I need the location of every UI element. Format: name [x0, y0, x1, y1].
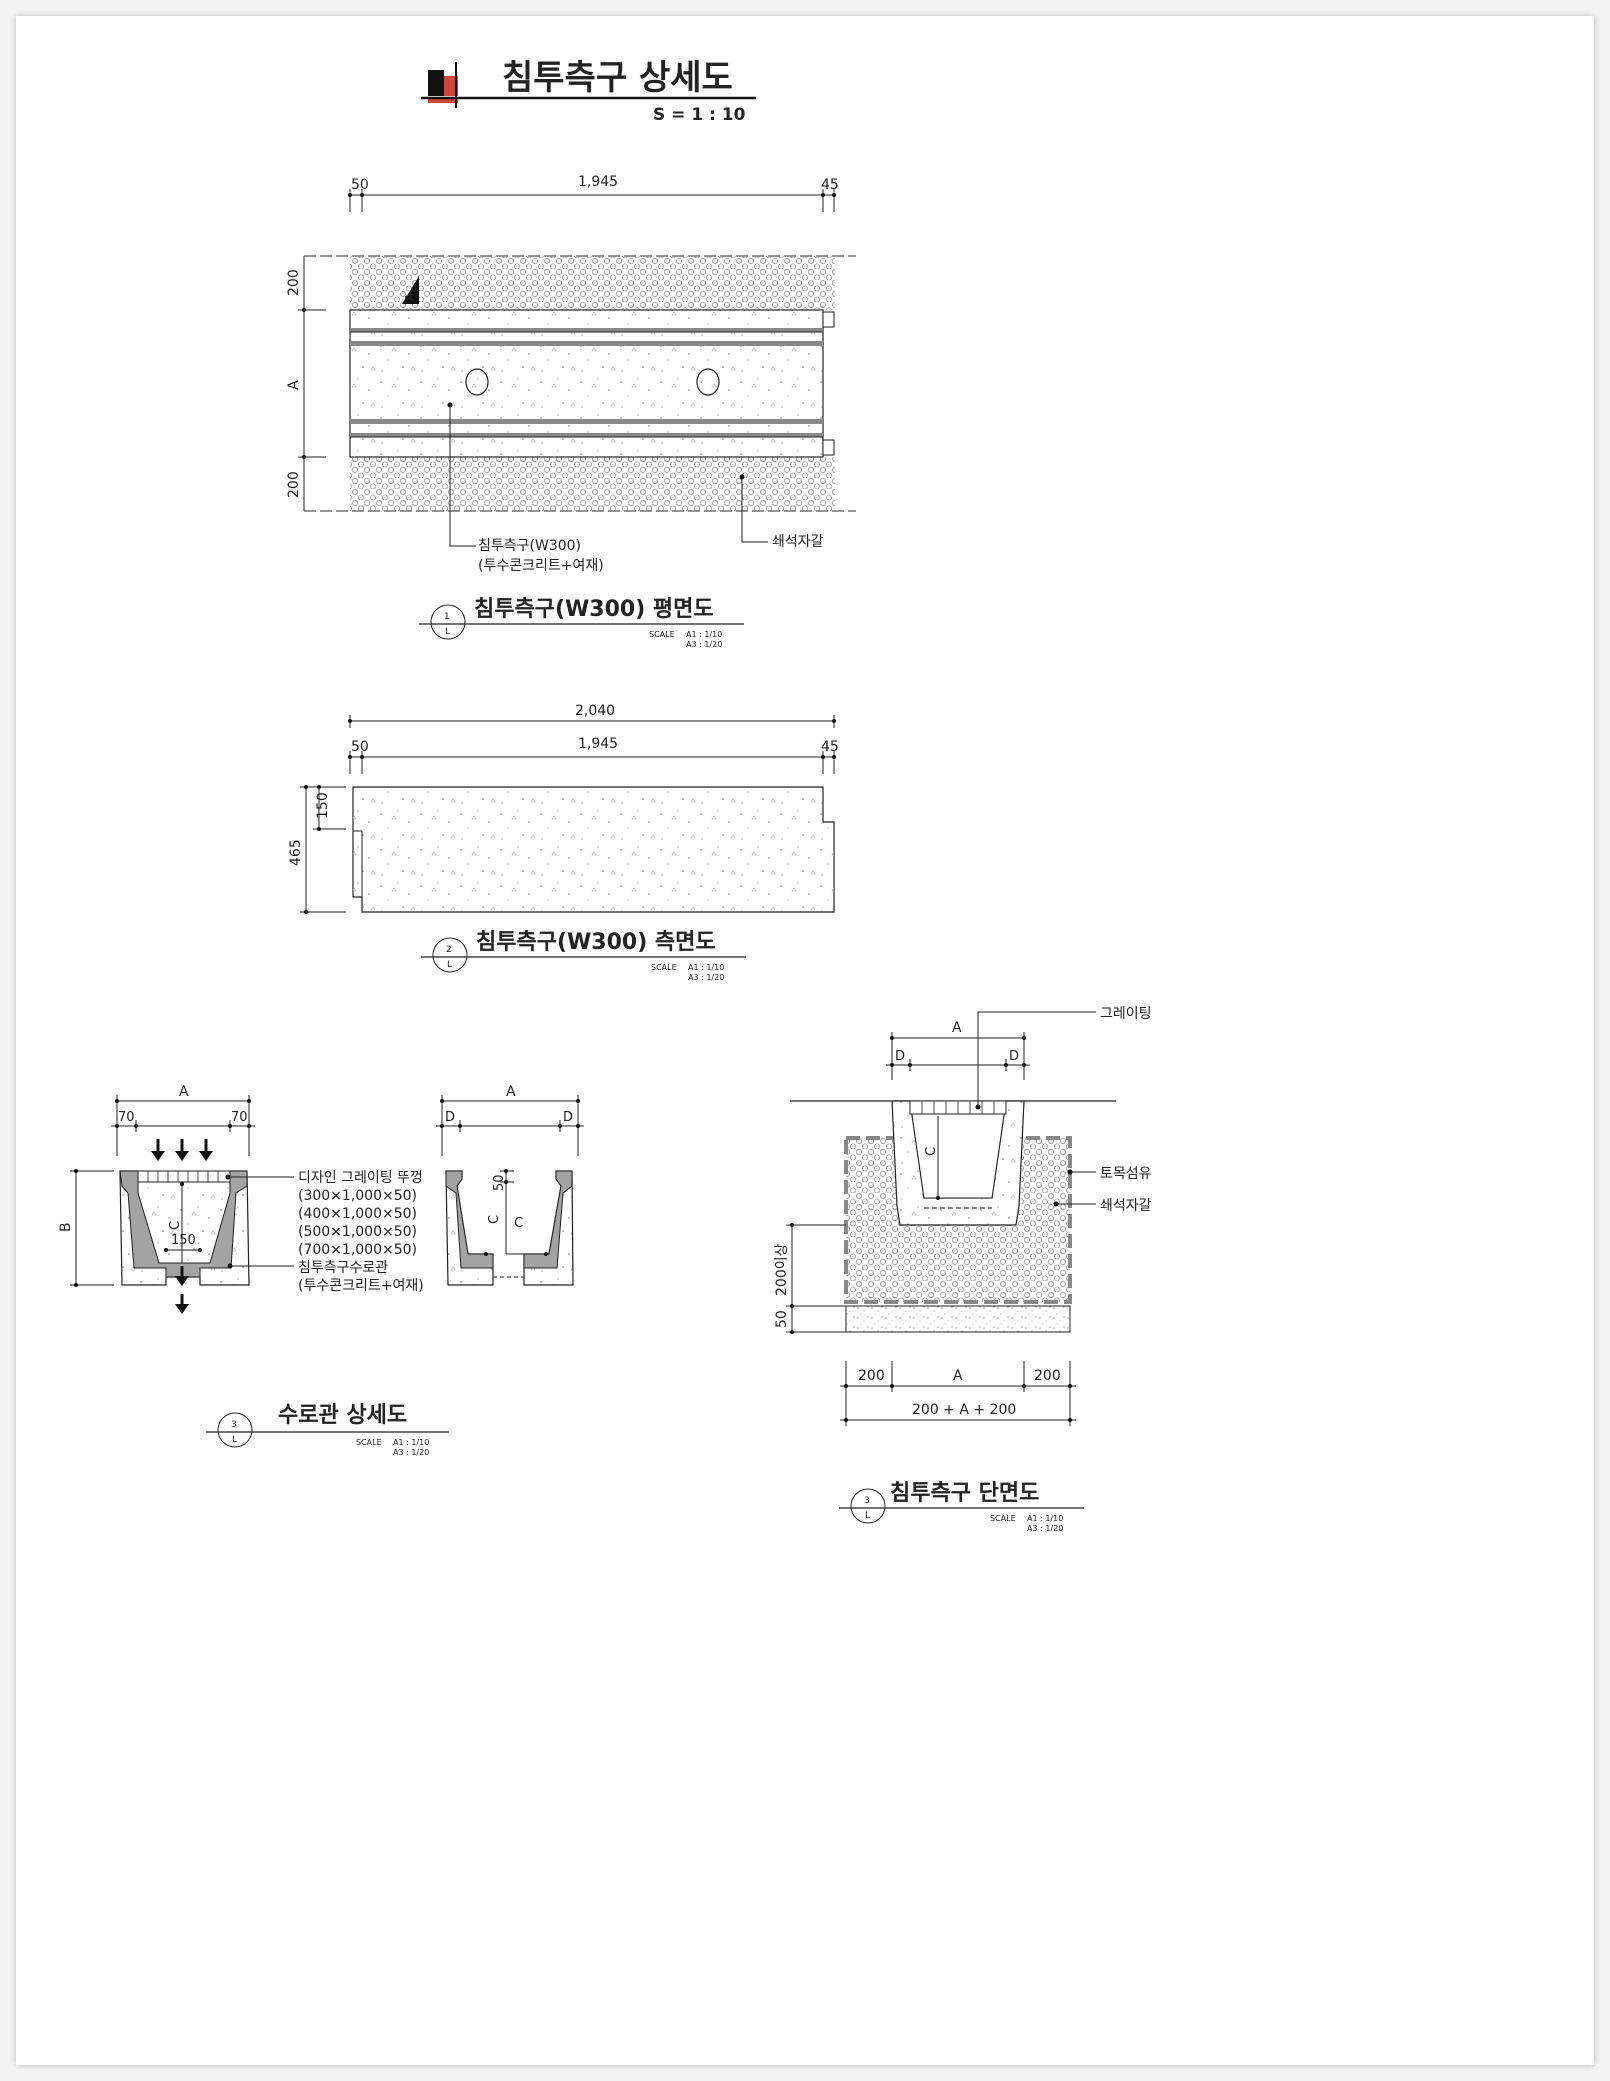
channel-callout-grating-5: (700×1,000×50) [298, 1242, 417, 1258]
load-arrows-icon [151, 1139, 213, 1161]
side-dim-150: 150 [315, 792, 331, 819]
section-dim-200up: 200이상 [774, 1243, 790, 1296]
channel-caption-scale-label: SCALE [356, 1438, 382, 1447]
section-caption-num: 3 [864, 1496, 870, 1506]
side-dim-465: 465 [288, 839, 304, 866]
channel2-dim-C-left: C [487, 1215, 502, 1224]
section-dim-A: A [952, 1020, 962, 1036]
section-dim-C: C [924, 1147, 939, 1156]
plan-caption-scale-label: SCALE [649, 630, 675, 639]
section-caption-sub: L [865, 1511, 870, 1521]
plan-dim-200-top: 200 [286, 269, 302, 296]
channel2-dim-D2: D [563, 1110, 573, 1125]
plan-dim-1945: 1,945 [578, 174, 618, 190]
section-marker-label: A [403, 292, 417, 301]
section-dim-bottom-200b: 200 [1034, 1368, 1061, 1384]
channel2-dim-50: 50 [492, 1174, 507, 1191]
side-dim-1945: 1,945 [578, 736, 618, 752]
plan-caption-scale-a3: A3 : 1/20 [686, 640, 722, 649]
section-marker-icon [402, 276, 419, 304]
channel-callout-grating-2: (300×1,000×50) [298, 1188, 417, 1204]
channel-callout-grating-1: 디자인 그레이팅 뚜껑 [298, 1170, 423, 1186]
section-caption-title: 침투측구 단면도 [890, 1481, 1039, 1506]
channel-callout-grating-3: (400×1,000×50) [298, 1206, 417, 1222]
cross-section-view: A D D C 그레이팅 토목섬유 [774, 1006, 1152, 1533]
plan-view: 50 1,945 45 A 200 A 200 침투측 [286, 174, 856, 649]
plan-dim-45: 45 [821, 177, 839, 193]
plan-callout-left-1: 침투측구(W300) [478, 538, 581, 554]
channel2-dim-D1: D [445, 1110, 455, 1125]
channel-dim-B: B [58, 1222, 74, 1232]
channel2-dim-C-right: C [514, 1216, 523, 1231]
plan-caption-sub: L [445, 627, 450, 637]
drain-hole [696, 368, 720, 396]
channel2-dim-A: A [506, 1084, 516, 1100]
section-caption-scale-a3: A3 : 1/20 [1027, 1524, 1063, 1533]
side-caption-scale-a3: A3 : 1/20 [688, 973, 724, 982]
channel-dim-150: 150 [171, 1233, 196, 1248]
channel-dim-70a: 70 [118, 1110, 135, 1125]
section-dim-bottom-200a: 200 [858, 1368, 885, 1384]
section-callout-grating: 그레이팅 [1100, 1006, 1152, 1022]
plan-callout-left-2: (투수콘크리트+여재) [478, 558, 604, 574]
plan-dim-A: A [286, 380, 302, 390]
channel-dim-70b: 70 [231, 1110, 248, 1125]
plan-gravel-top [350, 256, 835, 310]
side-caption-scale-label: SCALE [651, 963, 677, 972]
section-dim-D2: D [1009, 1049, 1019, 1064]
side-dim-45: 45 [821, 739, 839, 755]
section-dim-D1: D [895, 1049, 905, 1064]
title-logo-icon [428, 70, 444, 96]
plan-callout-right: 쇄석자갈 [772, 534, 824, 550]
channel-callout-pipe-1: 침투측구수로관 [298, 1260, 388, 1276]
section-caption-scale-a1: A1 : 1/10 [1027, 1514, 1063, 1523]
channel-callout-grating-4: (500×1,000×50) [298, 1224, 417, 1240]
section-callout-geotextile: 토목섬유 [1100, 1166, 1152, 1182]
channel-caption-num: 3 [231, 1420, 237, 1430]
plan-dim-200-bot: 200 [286, 471, 302, 498]
side-caption-title: 침투측구(W300) 측면도 [476, 930, 716, 955]
sheet-header: 침투측구 상세도 S = 1 : 10 [421, 58, 756, 125]
channel-caption-scale-a3: A3 : 1/20 [393, 1448, 429, 1457]
side-view: 2,040 50 1,945 45 150 465 2 L 침투측구(W300)… [288, 703, 839, 982]
drain-hole [465, 368, 489, 396]
title-logo-icon [428, 98, 458, 103]
channel-caption-title: 수로관 상세도 [278, 1403, 407, 1428]
title-logo-icon [444, 76, 458, 96]
drawing-sheet: 침투측구 상세도 S = 1 : 10 50 1,945 45 A [16, 16, 1594, 2065]
drawing-canvas: 침투측구 상세도 S = 1 : 10 50 1,945 45 A [58, 58, 1152, 1533]
channel-callout-pipe-2: (투수콘크리트+여재) [298, 1278, 424, 1294]
side-dim-50: 50 [351, 739, 369, 755]
channel-caption-sub: L [232, 1435, 237, 1445]
side-caption-sub: L [447, 960, 452, 970]
channel-detail: A 70 70 C 150 [58, 1084, 584, 1457]
section-caption-scale-label: SCALE [990, 1514, 1016, 1523]
section-dim-50: 50 [774, 1310, 790, 1328]
section-callout-gravel: 쇄석자갈 [1100, 1198, 1152, 1214]
side-caption-scale-a1: A1 : 1/10 [688, 963, 724, 972]
plan-caption-title: 침투측구(W300) 평면도 [474, 597, 714, 622]
channel-dim-A: A [179, 1084, 189, 1100]
section-dim-total: 200 + A + 200 [912, 1402, 1016, 1418]
plan-caption-scale-a1: A1 : 1/10 [686, 630, 722, 639]
page-title: 침투측구 상세도 [502, 58, 733, 98]
grating-cover [137, 1170, 231, 1183]
plan-caption-num: 1 [444, 612, 450, 622]
drain-arrow-icon [175, 1266, 189, 1314]
section-dim-bottom-A: A [953, 1368, 963, 1384]
page-scale: S = 1 : 10 [653, 105, 746, 125]
section-sand-base [845, 1305, 1071, 1333]
side-caption-num: 2 [446, 945, 452, 955]
channel-caption-scale-a1: A1 : 1/10 [393, 1438, 429, 1447]
plan-gravel-bottom [350, 457, 835, 511]
channel-dim-C: C [168, 1221, 183, 1230]
plan-dim-50: 50 [351, 177, 369, 193]
side-dim-2040: 2,040 [575, 703, 615, 719]
